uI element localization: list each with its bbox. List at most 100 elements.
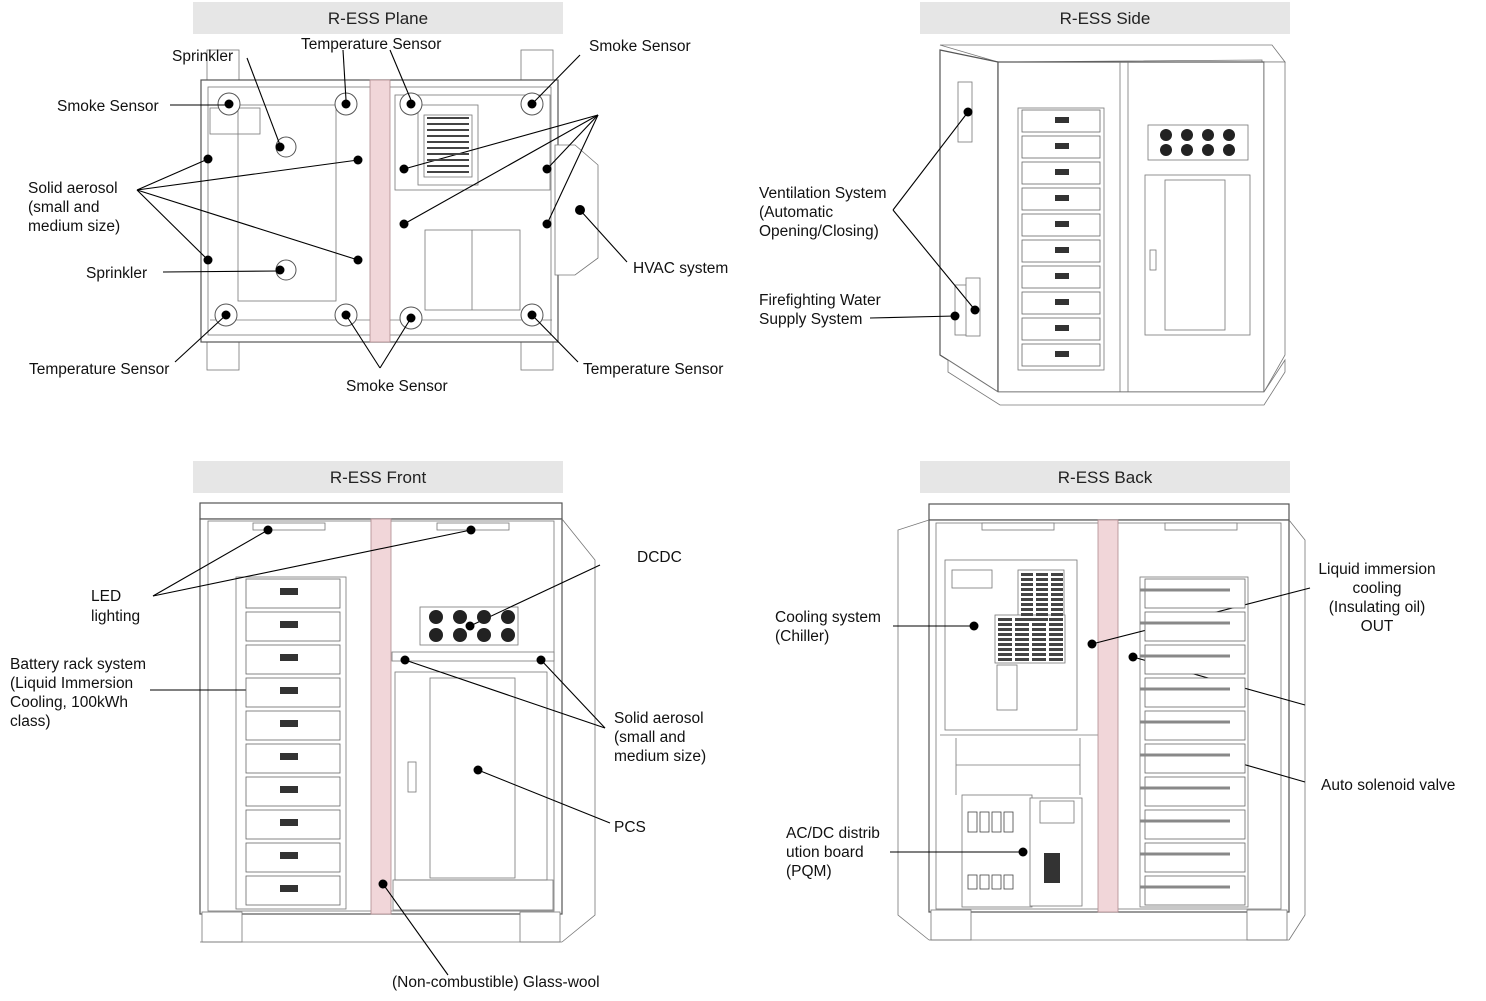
- back-breaker: [991, 811, 1002, 833]
- back-acdc-label-3: (PQM): [786, 863, 832, 880]
- back-chiller-vent: [1051, 583, 1063, 586]
- back-chiller-vent: [1021, 598, 1033, 601]
- back-breaker: [979, 874, 990, 890]
- side-title-bar: R-ESS Side: [920, 2, 1290, 34]
- side-dcdc-fan: [1223, 144, 1235, 156]
- front-battery-logo: [280, 588, 298, 595]
- back-chiller-vent: [1032, 648, 1046, 651]
- plane-hvac-label: HVAC system: [633, 260, 728, 277]
- side-dcdc-fan: [1160, 144, 1172, 156]
- front-dcdc-fan: [429, 628, 443, 642]
- front-battery-label-3: Cooling, 100kWh: [10, 694, 128, 711]
- back-chiller-vent: [1032, 633, 1046, 636]
- back-chiller-vent: [1036, 598, 1048, 601]
- side-title: R-ESS Side: [1060, 9, 1151, 28]
- back-liquid-label-3: (Insulating oil): [1329, 599, 1426, 616]
- back-battery-module: [1144, 611, 1246, 642]
- plane-temp-sensor-top-label: Temperature Sensor: [301, 36, 441, 53]
- back-chiller-vent: [1036, 613, 1048, 616]
- back-chiller-vent: [1015, 633, 1029, 636]
- side-battery-logo: [1055, 351, 1069, 357]
- front-dcdc-fan: [429, 610, 443, 624]
- back-breaker: [1003, 811, 1014, 833]
- front-glass-wool: [370, 518, 392, 915]
- back-chiller-vent: [998, 628, 1012, 631]
- back-chiller-vent: [1021, 608, 1033, 611]
- back-chiller-vent: [1021, 578, 1033, 581]
- side-dcdc-fan: [1202, 144, 1214, 156]
- back-breaker: [967, 811, 978, 833]
- front-title: R-ESS Front: [330, 468, 427, 487]
- back-chiller-vent: [1021, 573, 1033, 576]
- back-chiller-vent: [1021, 593, 1033, 596]
- back-battery-module: [1144, 875, 1246, 906]
- front-title-bar: R-ESS Front: [193, 461, 563, 493]
- back-pqm-meter: [1044, 853, 1060, 883]
- back-chiller-vent: [998, 658, 1012, 661]
- back-chiller-vent: [1036, 603, 1048, 606]
- back-chiller-vent: [998, 633, 1012, 636]
- front-battery-logo: [280, 753, 298, 760]
- plane-sprinkler-top-label: Sprinkler: [172, 48, 233, 65]
- back-chiller-vent: [1036, 573, 1048, 576]
- back-chiller-vent: [1021, 613, 1033, 616]
- back-chiller-vent: [998, 618, 1012, 621]
- back-cooling-label-1: Cooling system: [775, 609, 881, 626]
- back-breaker: [991, 874, 1002, 890]
- side-battery-logo: [1055, 299, 1069, 305]
- side-dcdc-fan: [1181, 144, 1193, 156]
- plane-smoke-sensor-top-label: Smoke Sensor: [589, 38, 691, 55]
- back-chiller-vent: [1051, 613, 1063, 616]
- back-breaker: [1003, 874, 1014, 890]
- side-dcdc-fan: [1160, 129, 1172, 141]
- side-battery-logo: [1055, 273, 1069, 279]
- back-chiller-vent: [1021, 588, 1033, 591]
- back-chiller-vent: [1021, 603, 1033, 606]
- back-chiller-vent: [1049, 643, 1063, 646]
- back-chiller-vent: [1032, 658, 1046, 661]
- back-chiller-vent: [1036, 588, 1048, 591]
- front-battery-label-4: class): [10, 713, 50, 730]
- back-acdc-label-1: AC/DC distrib: [786, 825, 880, 842]
- back-chiller-vent: [1049, 628, 1063, 631]
- back-chiller-vent: [1049, 623, 1063, 626]
- back-chiller-vent: [1015, 618, 1029, 621]
- back-chiller-vent: [1049, 658, 1063, 661]
- back-chiller-vent: [1051, 588, 1063, 591]
- back-chiller-vent: [1032, 623, 1046, 626]
- front-battery-logo: [280, 687, 298, 694]
- back-chiller-vent: [998, 653, 1012, 656]
- front-battery-logo: [280, 654, 298, 661]
- side-ventilation-label-1: Ventilation System: [759, 185, 887, 202]
- front-battery-logo: [280, 852, 298, 859]
- front-dcdc-fan: [453, 610, 467, 624]
- back-battery-module: [1144, 710, 1246, 741]
- back-cooling-label-2: (Chiller): [775, 628, 829, 645]
- back-battery-module: [1144, 809, 1246, 840]
- side-battery-logo: [1055, 195, 1069, 201]
- front-dcdc-label: DCDC: [637, 549, 682, 566]
- back-chiller-vent: [998, 623, 1012, 626]
- back-chiller-vent: [998, 638, 1012, 641]
- back-chiller-vent: [1021, 583, 1033, 586]
- side-dcdc-fan: [1223, 129, 1235, 141]
- back-chiller-vent: [1036, 583, 1048, 586]
- repeated-details: [245, 109, 1246, 906]
- back-breaker: [979, 811, 990, 833]
- plane-temp-sensor-br-label: Temperature Sensor: [583, 361, 723, 378]
- front-dcdc-fan: [477, 628, 491, 642]
- back-chiller-vent: [1036, 608, 1048, 611]
- back-chiller-vent: [1015, 623, 1029, 626]
- front-aerosol-label-2: (small and: [614, 729, 686, 746]
- back-chiller-vent: [1015, 628, 1029, 631]
- back-title: R-ESS Back: [1058, 468, 1153, 487]
- front-battery-label-1: Battery rack system: [10, 656, 146, 673]
- front-battery-logo: [280, 885, 298, 892]
- back-chiller-vent: [1032, 618, 1046, 621]
- back-chiller-vent: [1032, 643, 1046, 646]
- plane-title: R-ESS Plane: [328, 9, 428, 28]
- back-battery-module: [1144, 743, 1246, 774]
- back-solenoid-label: Auto solenoid valve: [1321, 777, 1455, 794]
- back-chiller-vent: [1015, 638, 1029, 641]
- side-battery-logo: [1055, 117, 1069, 123]
